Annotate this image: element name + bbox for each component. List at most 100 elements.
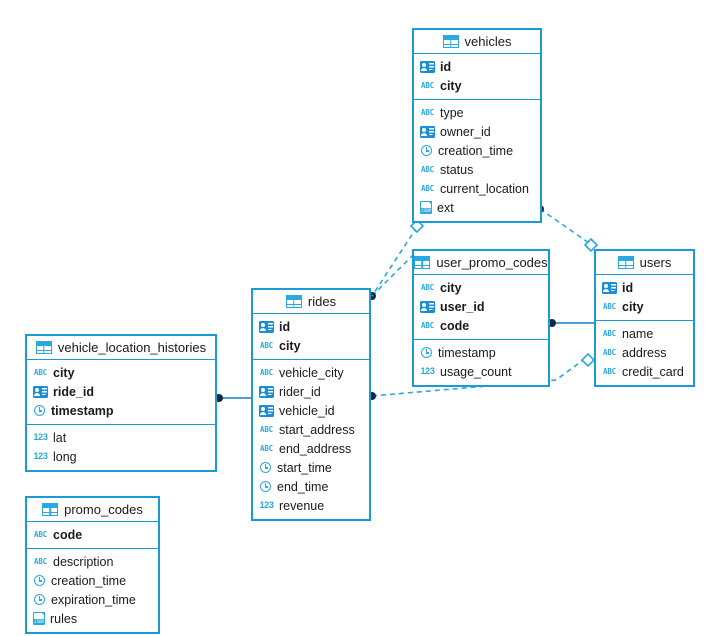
column-row-expiration_time[interactable]: expiration_time [27, 590, 158, 609]
column-name: id [279, 319, 291, 334]
key-person-icon [420, 300, 435, 313]
table-header-users[interactable]: users [596, 251, 693, 275]
column-row-end_time[interactable]: end_time [253, 477, 369, 496]
column-row-status[interactable]: ABC status [414, 160, 540, 179]
column-row-creation_time[interactable]: creation_time [27, 571, 158, 590]
column-row-owner_id[interactable]: owner_id [414, 122, 540, 141]
column-row-city[interactable]: ABC city [27, 363, 215, 382]
key-person-icon [259, 320, 274, 333]
abc-text-icon: ABC [260, 443, 273, 453]
table-header-user_promo_codes[interactable]: user_promo_codes [414, 251, 548, 275]
column-name: code [440, 318, 470, 333]
table-title: user_promo_codes [436, 255, 548, 270]
clock-icon [259, 461, 272, 474]
column-row-rider_id[interactable]: rider_id [253, 382, 369, 401]
edge-rides-to-upc [368, 253, 415, 300]
numeric-123-icon: 123 [420, 366, 435, 376]
column-name: id [622, 280, 634, 295]
numeric-123-icon: 123 [259, 500, 274, 510]
column-row-ext[interactable]: JSON ext [414, 198, 540, 217]
column-name: name [622, 326, 654, 341]
column-name: city [440, 78, 462, 93]
column-row-user_id[interactable]: user_id [414, 297, 548, 316]
edge-upc-to-users [548, 319, 594, 327]
clock-icon [420, 144, 433, 157]
column-row-vehicle_id[interactable]: vehicle_id [253, 401, 369, 420]
clock-icon [33, 574, 46, 587]
column-name: end_address [279, 441, 352, 456]
abc-text-icon: ABC [421, 107, 434, 117]
column-name: long [53, 449, 77, 464]
edge-vlh-to-rides [215, 394, 251, 402]
column-row-id[interactable]: id [596, 278, 693, 297]
column-row-ride_id[interactable]: ride_id [27, 382, 215, 401]
column-row-usage_count[interactable]: 123 usage_count [414, 362, 548, 381]
column-name: status [440, 162, 474, 177]
column-row-start_time[interactable]: start_time [253, 458, 369, 477]
column-row-timestamp[interactable]: timestamp [27, 401, 215, 420]
table-title: rides [307, 294, 337, 309]
key-person-icon [602, 281, 617, 294]
column-row-creation_time[interactable]: creation_time [414, 141, 540, 160]
key-person-icon [420, 125, 435, 138]
numeric-123-icon: 123 [33, 451, 48, 461]
table-header-rides[interactable]: rides [253, 290, 369, 314]
column-name: expiration_time [51, 592, 136, 607]
column-row-id[interactable]: id [414, 57, 540, 76]
column-row-long[interactable]: 123 long [27, 447, 215, 466]
json-doc-icon: JSON [420, 200, 433, 214]
table-header-vehicles[interactable]: vehicles [414, 30, 540, 54]
abc-text-icon: ABC [421, 164, 434, 174]
abc-text-icon: ABC [603, 347, 616, 357]
clock-icon [420, 346, 433, 359]
column-name: city [53, 365, 75, 380]
column-name: user_id [440, 299, 485, 314]
column-row-timestamp[interactable]: timestamp [414, 343, 548, 362]
table-header-promo_codes[interactable]: promo_codes [27, 498, 158, 522]
column-name: id [440, 59, 452, 74]
column-name: vehicle_id [279, 403, 335, 418]
clock-icon [259, 480, 272, 493]
column-name: city [622, 299, 644, 314]
table-title: users [639, 255, 672, 270]
table-header-vehicle_location_histories[interactable]: vehicle_location_histories [27, 336, 215, 360]
column-name: usage_count [440, 364, 512, 379]
abc-text-icon: ABC [260, 424, 273, 434]
clock-icon [33, 404, 46, 417]
column-name: creation_time [51, 573, 127, 588]
column-name: ext [437, 200, 454, 215]
column-row-end_address[interactable]: ABC end_address [253, 439, 369, 458]
abc-text-icon: ABC [34, 556, 47, 566]
column-row-id[interactable]: id [253, 317, 369, 336]
abc-text-icon: ABC [34, 367, 47, 377]
